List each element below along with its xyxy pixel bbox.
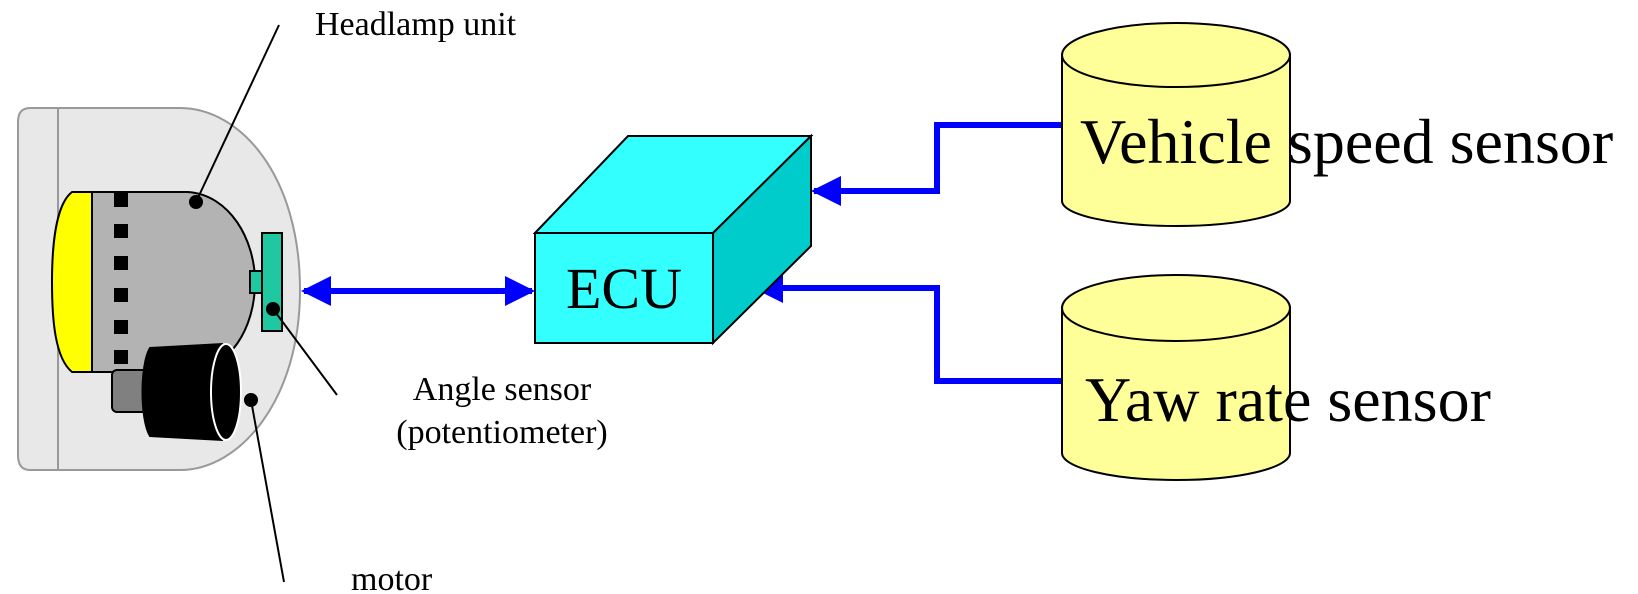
label-potentiometer: (potentiometer) (396, 414, 607, 451)
label-headlamp-unit: Headlamp unit (315, 6, 517, 43)
vehicle-speed-sensor-cylinder (1061, 22, 1291, 227)
headlamp-lens (50, 191, 93, 373)
ecu-front-face (534, 232, 714, 344)
label-angle-sensor: Angle sensor (413, 371, 592, 408)
leader-dot-motor (244, 393, 258, 407)
motor-end-cap (210, 343, 242, 441)
leader-motor (250, 399, 285, 583)
motor (111, 342, 242, 442)
yaw-rate-sensor-cylinder (1061, 274, 1291, 481)
yaw-sensor-to-ecu-arrow (753, 273, 1062, 384)
leader-angle-sensor (272, 308, 338, 396)
label-yaw-rate-sensor: Yaw rate sensor (1085, 364, 1491, 435)
leader-dot-angle-sensor (266, 302, 280, 316)
leader-dot-headlamp (189, 195, 203, 209)
speed-sensor-to-ecu-arrow (811, 122, 1062, 206)
leader-headlamp-unit (195, 24, 280, 203)
lamp-bracket-marks (114, 193, 128, 364)
label-vehicle-speed-sensor: Vehicle speed sensor (1080, 106, 1613, 177)
signal-lines (301, 122, 1062, 384)
label-motor: motor (351, 561, 433, 594)
motor-body (141, 342, 223, 442)
headlamp-assembly (17, 24, 338, 583)
label-ecu: ECU (566, 256, 682, 321)
ecu-box (532, 133, 814, 346)
